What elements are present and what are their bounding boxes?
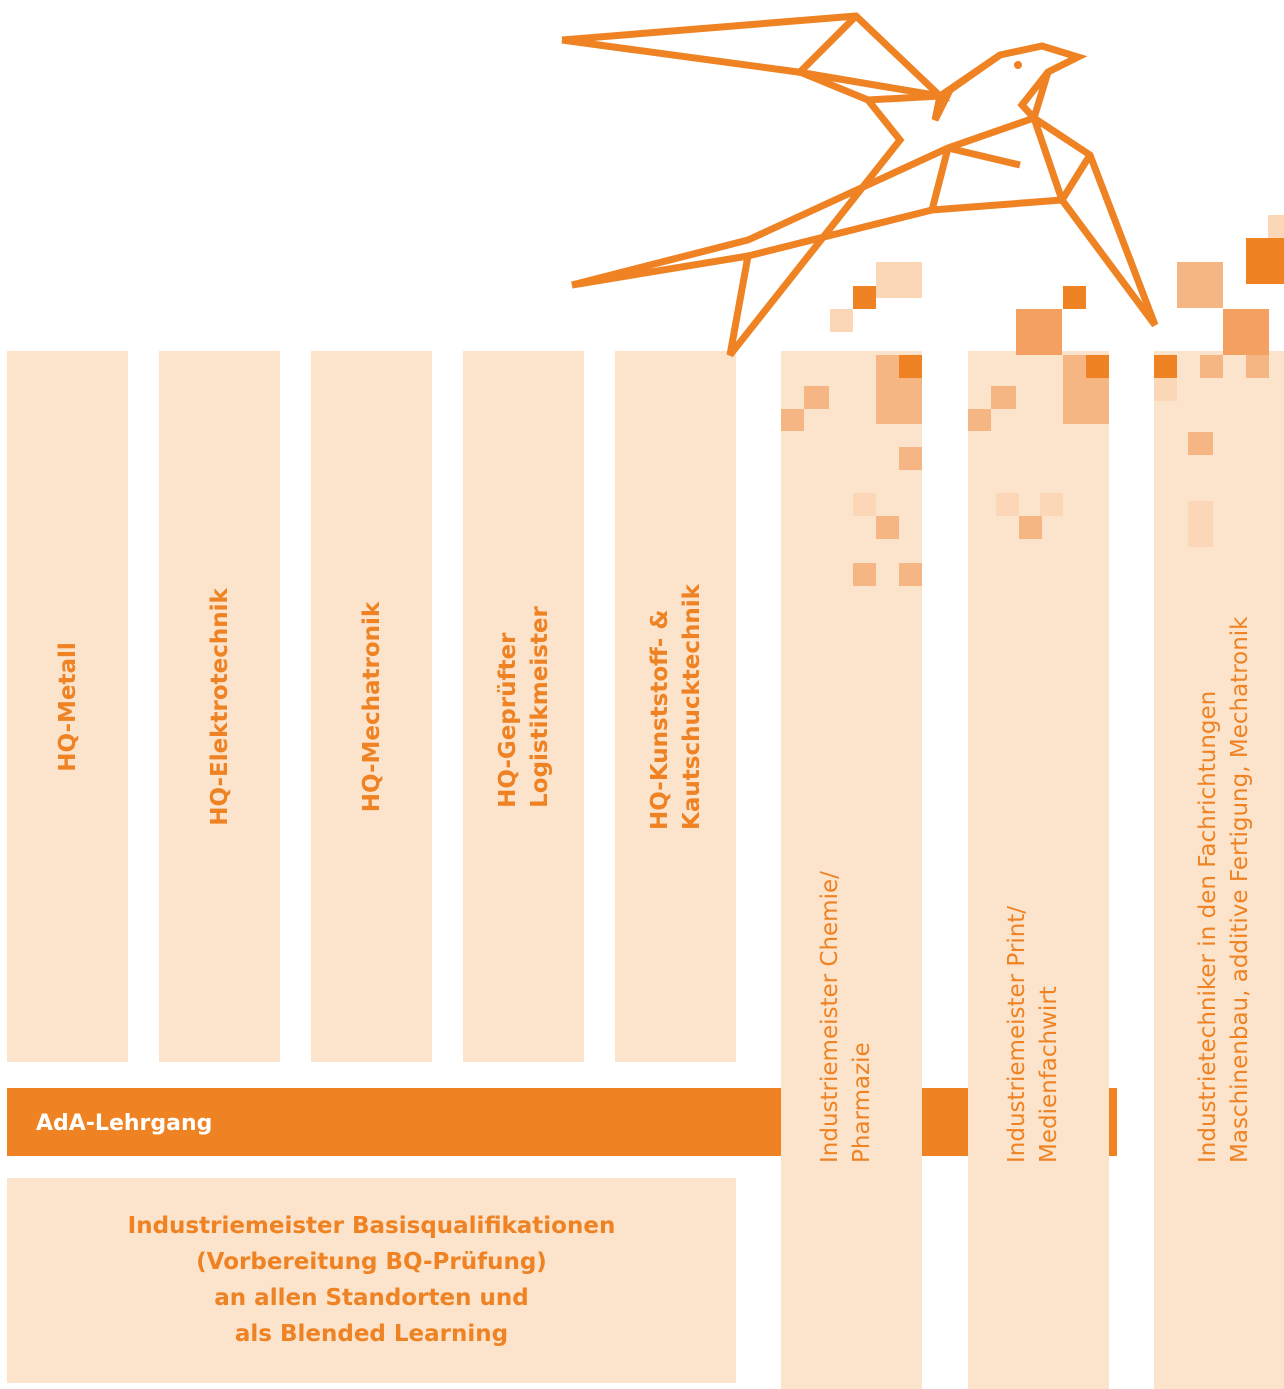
hq-column-kunststoff: HQ-Kunststoff- & Kautschucktechnik	[615, 351, 736, 1062]
hq-column-mechatronik: HQ-Mechatronik	[311, 351, 432, 1062]
ada-bar	[7, 1088, 1117, 1156]
basis-line: Industriemeister Basisqualifikationen	[127, 1213, 616, 1239]
hq-column-metall: HQ-Metall	[7, 351, 128, 1062]
hq-column-logistikmeister: HQ-Geprüfter Logistikmeister	[463, 351, 584, 1062]
hq-column-elektrotechnik: HQ-Elektrotechnik	[159, 351, 280, 1062]
basis-line: als Blended Learning	[234, 1321, 509, 1347]
basis-block: Industriemeister Basisqualifikationen (V…	[7, 1178, 736, 1383]
ada-label: AdA-Lehrgang	[36, 1111, 213, 1136]
basis-line: an allen Standorten und	[214, 1285, 529, 1311]
basis-line: (Vorbereitung BQ-Prüfung)	[196, 1249, 547, 1275]
tall-column-techniker: Industrietechniker in den Fachrichtungen…	[1154, 351, 1284, 1389]
